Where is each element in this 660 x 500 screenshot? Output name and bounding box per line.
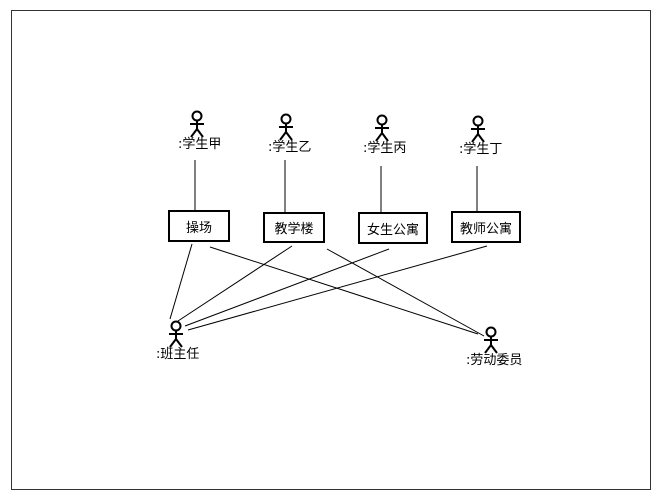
actor-head-icon [170,320,182,332]
actor-label-student-c: :学生丙 [363,141,407,156]
link-teaching-building-head-teacher [177,245,293,322]
actor-leg-right [490,344,498,354]
actor-label-student-a: :学生甲 [178,137,222,152]
actor-head-icon [376,114,388,126]
actor-head-icon [191,110,203,122]
actor-figure-head-teacher [169,320,183,348]
actor-leg-right [175,338,183,348]
actor-leg-right [285,131,293,141]
actor-figures [169,110,498,354]
place-label-teachers-dorm: 教师公寓 [459,221,512,237]
actor-leg-right [381,132,389,142]
actor-leg-left [279,131,287,141]
link-girls-dorm-head-teacher [184,248,390,327]
actor-head-icon [485,326,497,338]
actor-head-icon [472,115,484,127]
actor-label-student-d: :学生丁 [459,142,503,157]
link-playground-labor-monitor [209,246,479,335]
actor-label-labor-monitor: :劳动委员 [466,353,523,368]
actor-leg-left [484,344,492,354]
place-box-teachers-dorm: 教师公寓 [451,211,521,243]
place-label-playground: 操场 [185,220,212,236]
actor-figure-student-b [279,113,293,141]
place-box-playground: 操场 [168,210,230,242]
actor-leg-right [196,128,204,138]
link-lines [169,160,488,337]
actor-leg-left [471,133,479,143]
actor-head-icon [280,113,292,125]
actor-figure-student-c [375,114,389,142]
actor-figure-student-d [471,115,485,143]
actor-label-head-teacher: :班主任 [156,347,200,362]
place-box-teaching-building: 教学楼 [263,212,325,243]
actor-leg-left [169,338,177,348]
actor-figure-labor-monitor [484,326,498,354]
place-label-girls-dorm: 女生公寓 [366,222,419,238]
place-label-teaching-building: 教学楼 [274,222,314,237]
actor-leg-right [477,133,485,143]
place-box-girls-dorm: 女生公寓 [358,212,428,244]
diagram-frame [11,10,651,490]
link-playground-head-teacher [169,243,193,320]
actor-leg-left [190,128,198,138]
actor-label-student-b: :学生乙 [268,140,312,155]
actor-leg-left [375,132,383,142]
actor-figure-student-a [190,110,204,138]
link-teaching-building-labor-monitor [326,248,485,337]
